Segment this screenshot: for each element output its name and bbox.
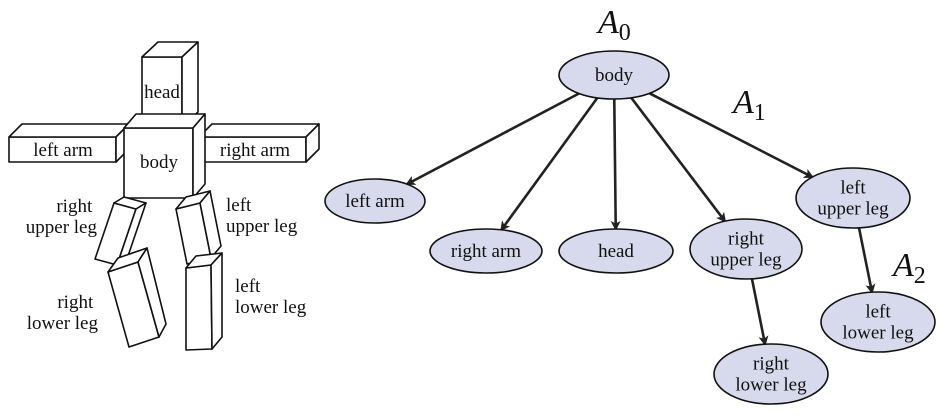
tree-node-body: body: [558, 50, 670, 100]
figure-label-right-upper-leg: right upper leg: [26, 196, 98, 238]
figure-label-body: body: [140, 152, 179, 173]
edge-body-to-head: [610, 98, 621, 232]
edge-body-to-right-arm: [500, 97, 599, 232]
annotation-a1-subscript: 1: [754, 100, 766, 126]
body-block: [123, 113, 206, 199]
tree-node-right-lower-leg-label-line1: right: [753, 354, 790, 375]
annotation-a0-letter: A: [596, 4, 619, 41]
annotation-a0-subscript: 0: [619, 20, 631, 46]
tree-node-right-arm-label-line1: right arm: [451, 241, 521, 262]
right-upper-leg-block: [94, 196, 147, 266]
tree-node-head-label-line1: head: [598, 241, 634, 262]
tree-node-right-upper-leg-ellipse: [689, 218, 803, 280]
edge-body-to-left-upper-leg: [648, 92, 815, 179]
tree-node-left-lower-leg-label-line1: left: [865, 302, 891, 323]
annotation-a2: A2: [891, 247, 926, 289]
figure-label-left-lower-leg: left lower leg: [235, 276, 307, 318]
edge-right-upper-leg-to-right-lower-leg: [750, 278, 769, 347]
edge-body-to-left-arm: [405, 92, 580, 186]
tree-node-head-ellipse: [558, 228, 674, 274]
annotation-a1: A1: [731, 84, 766, 126]
tree-node-right-arm: right arm: [429, 228, 543, 274]
tree-node-left-upper-leg-label-line2: upper leg: [817, 199, 889, 220]
figure-label-left-lower-leg-line2: lower leg: [235, 297, 307, 318]
figure-label-left-upper-leg-line2: upper leg: [226, 216, 298, 237]
tree-node-left-arm: left arm: [324, 178, 426, 224]
annotation-a1-letter: A: [731, 84, 754, 121]
figure-label-right-arm: right arm: [220, 140, 290, 161]
tree-node-right-lower-leg-label-line2: lower leg: [735, 375, 807, 396]
tree-node-right-upper-leg-label-line1: right: [728, 229, 765, 250]
left-lower-leg-block: [185, 252, 223, 351]
edge-body-to-right-upper-leg: [630, 96, 727, 223]
tree-node-right-upper-leg-label-line2: upper leg: [710, 250, 782, 271]
figure-label-left-upper-leg-line1: left: [226, 195, 252, 216]
tree-edges: [405, 92, 876, 347]
figure-label-right-lower-leg: right lower leg: [27, 292, 99, 334]
tree-node-right-arm-ellipse: [429, 228, 543, 274]
annotation-a2-subscript: 2: [914, 263, 926, 289]
figure-label-head: head: [144, 82, 180, 103]
tree-node-head: head: [558, 228, 674, 274]
annotation-a2-letter: A: [891, 247, 914, 284]
figure-label-left-arm: left arm: [33, 140, 93, 161]
figure-label-left-lower-leg-line1: left: [235, 276, 261, 297]
edge-left-upper-leg-to-left-lower-leg: [857, 227, 876, 295]
figure-label-right-lower-leg-line1: right: [57, 292, 94, 313]
tree-node-right-lower-leg-ellipse: [713, 343, 829, 405]
figure-label-left-upper-leg: left upper leg: [226, 195, 298, 237]
tree-node-left-arm-label-line1: left arm: [345, 191, 405, 212]
annotation-a0: A0: [596, 4, 631, 46]
tree-node-left-lower-leg-label-line2: lower leg: [842, 323, 914, 344]
tree-node-left-arm-ellipse: [324, 178, 426, 224]
right-lower-leg-block: [107, 247, 167, 348]
left-upper-leg-block: [175, 190, 222, 265]
tree-node-body-ellipse: [558, 50, 670, 100]
tree-node-left-upper-leg-label-line1: left: [840, 178, 866, 199]
right-arm-block: [198, 123, 320, 163]
figure-label-right-upper-leg-line1: right: [56, 196, 93, 217]
body-figure: head body left arm right arm right upper…: [8, 41, 320, 351]
figure-label-right-upper-leg-line2: upper leg: [26, 217, 98, 238]
tree-node-body-label-line1: body: [595, 65, 634, 86]
tree-node-left-upper-leg-ellipse: [795, 167, 911, 229]
tree-node-left-lower-leg-ellipse: [820, 291, 936, 353]
head-block: [141, 41, 199, 128]
figure-label-right-lower-leg-line2: lower leg: [27, 313, 99, 334]
